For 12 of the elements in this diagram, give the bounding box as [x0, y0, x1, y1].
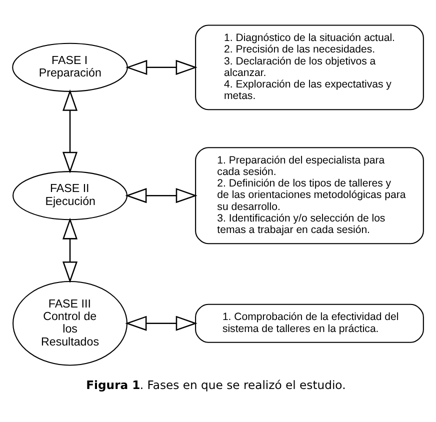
node-box: 1. Diagnóstico de la situación actual. 2. Precisión de las necesidades. 3. Declaración de los objetivos a alcanzar. 4. Exploración de las expectativas y metas.	[195, 24, 424, 110]
node-box: 1. Preparación del especialista para cada sesión. 2. Definición de los tipos de talleres y de las orientaciones metodológicas para su desarrollo. 3. Identificación y/o selección de los temas a trabajar en cada sesión.	[195, 147, 424, 244]
arrow	[125, 188, 198, 204]
node-ellipse: FASE I Preparación	[12, 42, 128, 92]
node-ellipse: FASE III Control de los Resultados	[12, 280, 128, 366]
caption: Figura 1. Fases en que se realizó el estudio.	[86, 378, 346, 392]
node-box: 1. Comprobación de la efectividad del sistema de talleres en la práctica.	[195, 304, 424, 343]
arrow	[62, 89, 78, 174]
arrow	[62, 218, 78, 284]
arrow	[125, 316, 198, 331]
node-ellipse: FASE II Ejecución	[12, 171, 128, 220]
arrow	[126, 60, 198, 75]
